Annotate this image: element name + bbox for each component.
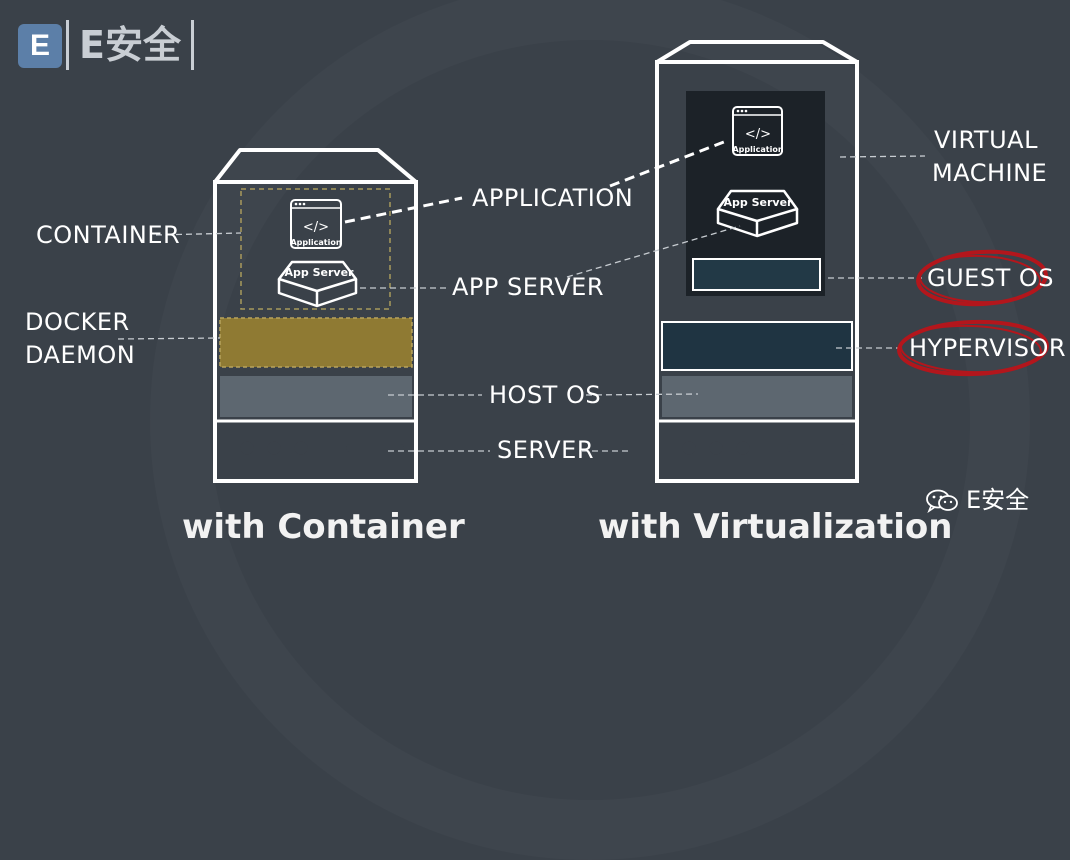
server-led-left-2 (267, 441, 281, 455)
server-led-right-3 (736, 441, 750, 455)
app-server-icon-left: App Server (277, 260, 358, 308)
app-code-glyph-left: </> (303, 220, 329, 235)
architecture-diagram: </> Application App Server </> (117, 40, 1049, 483)
docker-daemon-layer (219, 317, 413, 368)
hypervisor-layer (661, 321, 853, 371)
host-os-layer-left (220, 376, 412, 417)
vm-server-outline (655, 60, 859, 483)
app-code-glyph-right: </> (745, 127, 771, 142)
label-container: CONTAINER (36, 221, 181, 249)
server-led-right-1 (682, 441, 696, 455)
hypervisor-highlight-ring-inner (900, 324, 1042, 374)
label-host-os: HOST OS (489, 381, 602, 409)
connector-application-right (609, 138, 730, 188)
container-server-roof (213, 148, 418, 184)
server-led-right-2 (709, 441, 723, 455)
connector-application-left (344, 196, 463, 224)
app-server-icon-right: App Server (716, 189, 799, 238)
application-icon-left: </> Application (290, 199, 342, 249)
container-server-outline (213, 180, 418, 483)
vm-server-roof (655, 40, 859, 64)
connector-app-server-right (566, 225, 741, 278)
app-text-right: Application (732, 145, 783, 154)
logo-text: E安全 (66, 20, 194, 70)
connector-docker-daemon (117, 337, 221, 340)
label-application: APPLICATION (472, 184, 634, 212)
app-text-left: Application (290, 238, 341, 247)
container-box (240, 188, 391, 310)
watermark-text: E安全 (966, 486, 1030, 514)
app-server-text-right: App Server (724, 196, 794, 209)
connector-virtual-machine (839, 155, 926, 158)
label-virtual-machine-line1: VIRTUAL (934, 126, 1038, 154)
app-server-text-left: App Server (285, 266, 355, 279)
server-led-left-1 (240, 441, 254, 455)
caption-with-container: with Container (182, 507, 465, 547)
label-guest-os: GUEST OS (927, 264, 1054, 292)
guest-os-layer (692, 258, 821, 291)
label-hypervisor: HYPERVISOR (909, 334, 1067, 362)
label-docker-daemon-line2: DAEMON (25, 341, 136, 369)
connector-container (155, 232, 242, 236)
wechat-icon (926, 489, 958, 513)
label-server: SERVER (497, 436, 595, 464)
logo-badge: E (18, 24, 62, 68)
hypervisor-highlight-ring (897, 319, 1049, 377)
server-slot-left (346, 444, 404, 452)
guest-os-highlight-ring (916, 249, 1048, 307)
container-server: </> Application App Server (213, 148, 418, 483)
label-app-server: APP SERVER (452, 273, 605, 301)
connector-host-os-right (585, 393, 699, 396)
highlight-rings (897, 249, 1049, 377)
label-virtual-machine-line2: MACHINE (932, 159, 1048, 187)
connector-lines (117, 155, 926, 452)
caption-with-virtualization: with Virtualization (598, 507, 953, 547)
label-docker-daemon-line1: DOCKER (25, 308, 130, 336)
application-connectors (344, 138, 730, 224)
host-os-layer-right (662, 376, 852, 417)
application-icon-right: </> Application (732, 106, 784, 156)
server-slot-right (787, 444, 845, 452)
guest-os-highlight-ring-inner (919, 254, 1041, 304)
vm-server: </> Application App Server (655, 40, 859, 483)
server-led-left-3 (294, 441, 308, 455)
